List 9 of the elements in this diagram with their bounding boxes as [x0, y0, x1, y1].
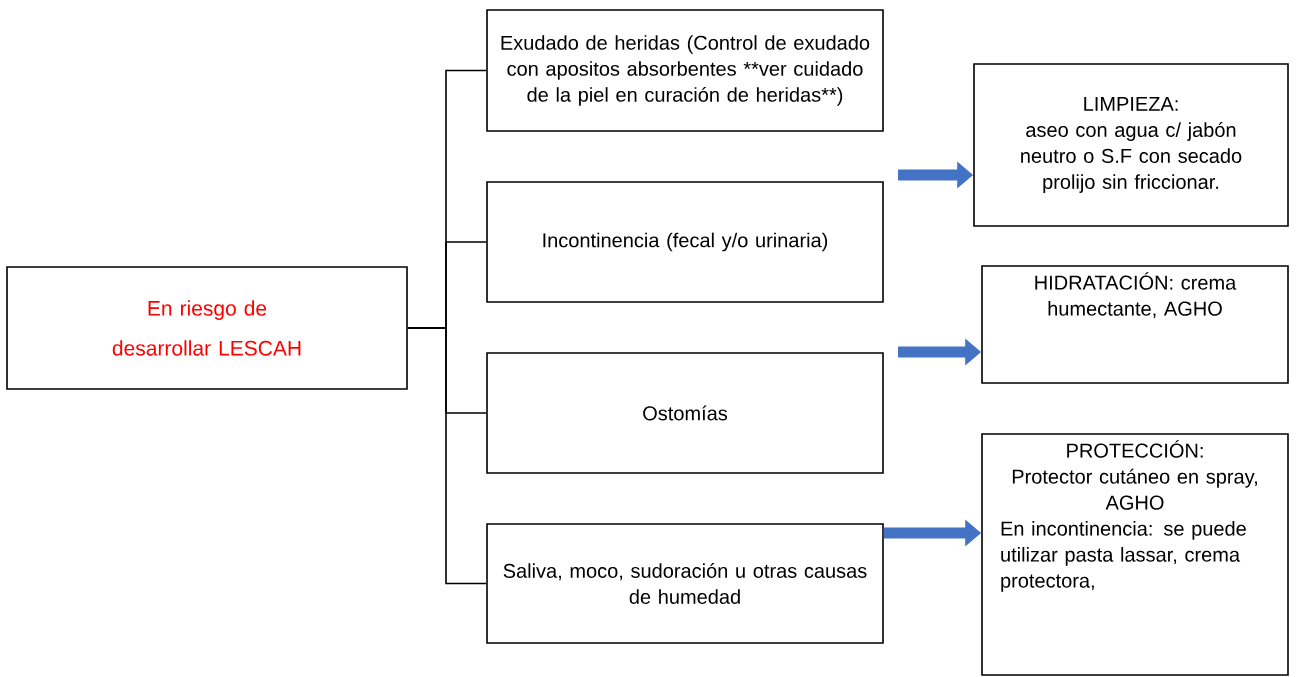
factor-box: Incontinencia (fecal y/o urinaria) [486, 181, 884, 303]
care-box: HIDRATACIÓN: crema humectante, AGHO [981, 265, 1289, 384]
care-box: PROTECCIÓN: Protector cutáneo en spray, AGHO En incontinencia: se puede utilizar pasta lassar, crema protectora, [981, 433, 1289, 676]
factor-box: Exudado de heridas (Control de exudado con apositos absorbentes **ver cuidado de la piel en curación de heridas**) [486, 9, 884, 132]
care-box: LIMPIEZA: aseo con agua c/ jabón neutro o S.F con secado prolijo sin friccionar. [973, 63, 1289, 227]
connector-line [407, 327, 487, 585]
category-box: En riesgo de desarrollar LESCAH [6, 266, 408, 390]
factor-box: Ostomías [486, 352, 884, 474]
factor-box: Saliva, moco, sudoración u otras causas de humedad [486, 523, 884, 644]
